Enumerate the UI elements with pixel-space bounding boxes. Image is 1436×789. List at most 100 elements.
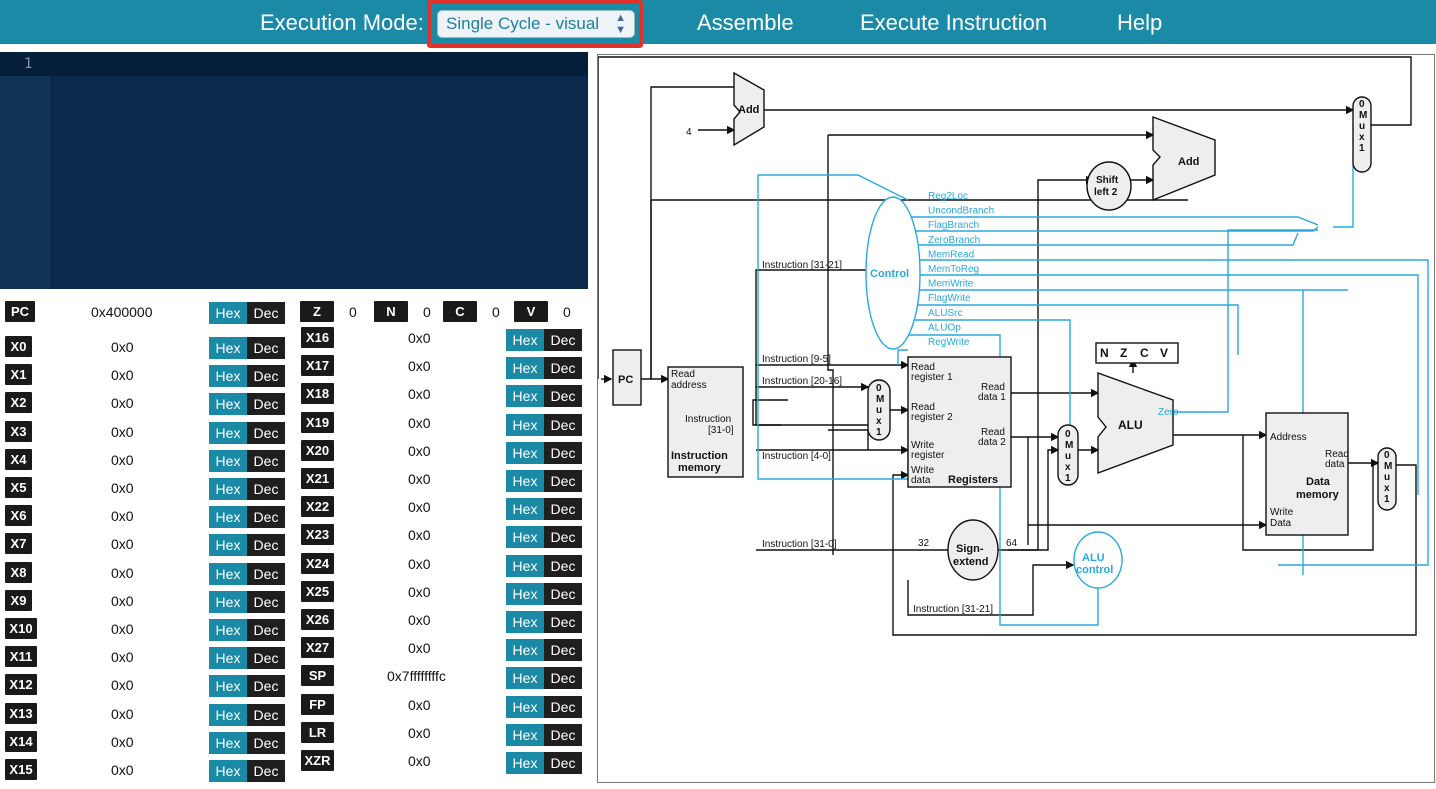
register-name-fp: FP [301,693,334,715]
hex-button[interactable]: Hex [506,498,544,521]
dec-button[interactable]: Dec [247,675,285,698]
hex-button[interactable]: Hex [506,554,544,577]
dec-button[interactable]: Dec [544,413,582,436]
help-button[interactable]: Help [1117,10,1163,35]
reg-wdata-a: Write [911,465,935,476]
register-name-x15: X15 [5,759,37,780]
hex-button[interactable]: Hex [506,413,544,436]
dec-button[interactable]: Dec [247,647,285,670]
alu-unit [1097,372,1174,475]
mux-2-char-3: x [1065,462,1071,473]
dec-button[interactable]: Dec [544,385,582,408]
top-nav-bar: Execution Mode: Single Cycle - visual ▲▼… [0,0,1436,44]
hex-button[interactable]: Hex [506,582,544,605]
hex-button[interactable]: Hex [506,470,544,492]
hex-button[interactable]: Hex [506,752,544,774]
hex-button[interactable]: Hex [209,619,247,641]
imem-read: Read [671,369,695,380]
hex-button[interactable]: Hex [506,611,544,633]
reg-write-b: register [911,450,945,461]
dec-button[interactable]: Dec [247,365,285,388]
dec-button[interactable]: Dec [247,421,285,444]
dec-button[interactable]: Dec [247,562,285,585]
register-value-lr: 0x0 [408,724,431,741]
dec-button[interactable]: Dec [544,441,582,464]
hex-button[interactable]: Hex [209,590,247,613]
dec-button[interactable]: Dec [544,752,582,774]
hex-button[interactable]: Hex [209,534,247,557]
hex-button[interactable]: Hex [506,639,544,662]
hex-button[interactable]: Hex [209,393,247,416]
dmem-read-b: data [1325,459,1345,470]
dec-button[interactable]: Dec [544,357,582,380]
pc-box [612,349,642,406]
dec-button[interactable]: Dec [247,703,285,726]
hex-button[interactable]: Hex [506,667,544,690]
dec-button[interactable]: Dec [544,582,582,605]
hex-button[interactable]: Hex [209,506,247,529]
mux-reg [867,379,891,441]
control-signal-zerobranch: ZeroBranch [928,235,980,246]
hex-button[interactable]: Hex [506,357,544,380]
hex-button[interactable]: Hex [209,647,247,670]
execute-instruction-button[interactable]: Execute Instruction [860,10,1048,35]
editor-active-line[interactable] [0,52,588,76]
dec-button[interactable]: Dec [247,506,285,529]
hex-button[interactable]: Hex [209,703,247,726]
hex-button[interactable]: Hex [506,526,544,549]
hex-button[interactable]: Hex [209,562,247,585]
instr-31-21-b: Instruction [31-21] [913,604,993,615]
hex-button[interactable]: Hex [209,421,247,444]
hex-button[interactable]: Hex [209,302,247,324]
hex-button[interactable]: Hex [506,385,544,408]
execution-mode-select[interactable]: Single Cycle - visual ▲▼ [437,10,635,38]
dec-button[interactable]: Dec [247,590,285,613]
dec-button[interactable]: Dec [544,554,582,577]
code-editor[interactable]: 1 [0,52,588,289]
assemble-button[interactable]: Assemble [697,10,794,35]
hex-button[interactable]: Hex [506,441,544,464]
hex-button[interactable]: Hex [209,675,247,698]
hex-button[interactable]: Hex [506,723,544,746]
dec-button[interactable]: Dec [544,695,582,718]
dec-button[interactable]: Dec [544,498,582,521]
dec-button[interactable]: Dec [247,731,285,754]
instruction-memory [667,366,744,478]
register-name-x21: X21 [301,468,334,489]
dec-button[interactable]: Dec [544,667,582,690]
dec-button[interactable]: Dec [544,639,582,662]
mux-mem [1377,447,1397,511]
hex-button[interactable]: Hex [506,695,544,718]
hex-button[interactable]: Hex [506,329,544,351]
hex-button[interactable]: Hex [209,478,247,500]
dec-button[interactable]: Dec [544,723,582,746]
dmem-title-2: memory [1296,489,1340,501]
hex-button[interactable]: Hex [209,365,247,388]
dec-button[interactable]: Dec [247,619,285,641]
dec-button[interactable]: Dec [247,478,285,500]
flag-n-value: 0 [423,304,431,320]
flag-z-name: Z [300,301,334,322]
mux-1-char-3: x [876,416,882,427]
dec-button[interactable]: Dec [247,337,285,359]
reg-read1-b: register 1 [911,372,953,383]
dec-button[interactable]: Dec [247,534,285,557]
dec-button[interactable]: Dec [544,470,582,492]
dec-button[interactable]: Dec [544,526,582,549]
hex-button[interactable]: Hex [209,760,247,782]
dmem-title-1: Data [1306,476,1331,488]
dec-button[interactable]: Dec [247,760,285,782]
dec-button[interactable]: Dec [544,611,582,633]
hex-button[interactable]: Hex [209,731,247,754]
dec-button[interactable]: Dec [247,449,285,472]
dec-button[interactable]: Dec [247,302,285,324]
hex-button[interactable]: Hex [209,337,247,359]
hex-button[interactable]: Hex [209,449,247,472]
dec-button[interactable]: Dec [544,329,582,351]
dec-button[interactable]: Dec [247,393,285,416]
